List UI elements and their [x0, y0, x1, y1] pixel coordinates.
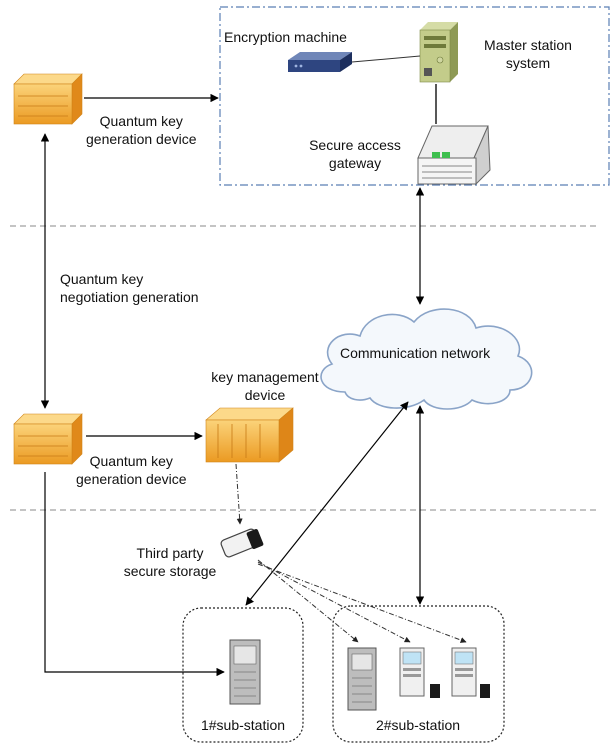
encryption-machine-icon	[288, 52, 352, 72]
substation-2-boundary	[332, 605, 505, 743]
master-station-server-icon	[419, 22, 458, 83]
link-encryption-to-server	[351, 55, 421, 63]
substation-1-cabinet-icon	[229, 639, 261, 705]
secure-gateway-label-line1: Secure access	[309, 137, 401, 153]
substation-2-label: 2#sub-station	[375, 717, 461, 733]
substation-2-terminal-b-icon	[451, 647, 490, 698]
negotiation-label-line2: negotiation generation	[60, 289, 199, 305]
master-station-label-line1: Master station	[484, 37, 572, 53]
substation-2-cabinet-icon	[347, 647, 377, 711]
secure-access-gateway-icon	[417, 125, 491, 186]
key-management-label-line1: key management	[211, 369, 319, 385]
qkg-top-label-line2: generation device	[86, 131, 197, 147]
master-station-label: Master station system	[468, 36, 588, 72]
negotiation-label: Quantum key negotiation generation	[60, 270, 199, 306]
third-party-label: Third party secure storage	[108, 544, 232, 580]
key-management-device-icon	[205, 407, 294, 463]
third-party-label-line1: Third party	[136, 545, 204, 561]
qkg-top-label: Quantum key generation device	[86, 112, 197, 148]
communication-network-cloud-icon	[320, 308, 533, 410]
key-management-label: key management device	[190, 368, 340, 404]
key-management-label-line2: device	[244, 387, 286, 403]
secure-gateway-label: Secure access gateway	[300, 136, 410, 172]
communication-network-label: Communication network	[340, 345, 491, 361]
qkg-bottom-label-line1: Quantum key	[89, 453, 173, 469]
secure-gateway-label-line2: gateway	[328, 155, 382, 171]
arrow-storage-to-terminal-a	[257, 561, 411, 643]
master-station-boundary	[219, 6, 610, 186]
negotiation-label-line1: Quantum key	[60, 271, 144, 287]
qkg-top-label-line1: Quantum key	[99, 113, 183, 129]
qkg-bottom-label: Quantum key generation device	[76, 452, 187, 488]
qkg-bottom-label-line2: generation device	[76, 471, 187, 487]
arrow-qkg-bottom-to-substation-1	[44, 472, 225, 677]
substation-1-label: 1#sub-station	[200, 717, 286, 733]
arrow-storage-to-substation-2-cabinet	[257, 559, 359, 643]
third-party-label-line2: secure storage	[123, 563, 217, 579]
arrow-network-to-substation-1	[245, 401, 409, 606]
master-station-label-line2: system	[505, 55, 551, 71]
quantum-key-generation-device-top-icon	[13, 73, 83, 125]
quantum-key-generation-device-bottom-icon	[13, 413, 83, 465]
arrow-kmd-to-storage	[235, 463, 243, 525]
arrow-storage-to-terminal-b	[257, 563, 467, 643]
substation-1-boundary	[182, 607, 304, 743]
substation-2-terminal-a-icon	[399, 647, 440, 698]
encryption-machine-label: Encryption machine	[224, 29, 347, 45]
